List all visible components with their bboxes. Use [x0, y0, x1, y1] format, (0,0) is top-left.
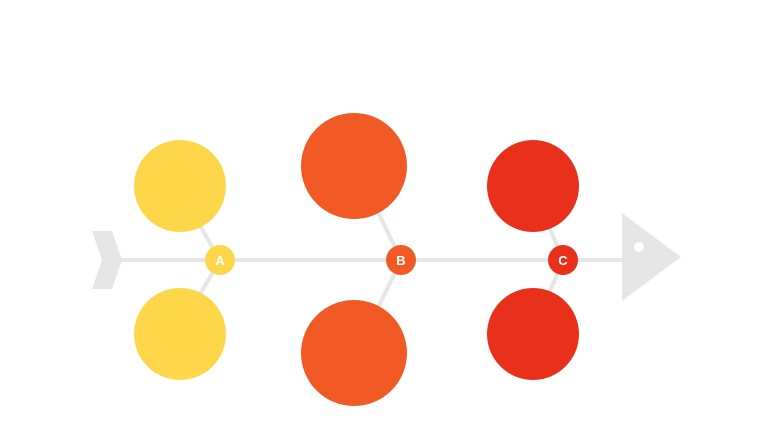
bubble-top [134, 140, 226, 232]
bubble-bottom [487, 288, 579, 380]
node-marker [548, 245, 578, 275]
bubble-bottom [301, 300, 407, 406]
bubble-bottom [134, 288, 226, 380]
group-a: A [134, 140, 235, 380]
group-c: C [487, 140, 579, 380]
bubble-top [301, 113, 407, 219]
group-b: B [301, 113, 416, 406]
fish-tail [92, 231, 122, 289]
node-label: C [558, 253, 568, 268]
node-marker [386, 245, 416, 275]
fish-head [622, 213, 681, 301]
fish-eye [634, 242, 644, 252]
bubble-top [487, 140, 579, 232]
node-marker [205, 245, 235, 275]
node-label: A [215, 253, 225, 268]
node-label: B [396, 253, 405, 268]
